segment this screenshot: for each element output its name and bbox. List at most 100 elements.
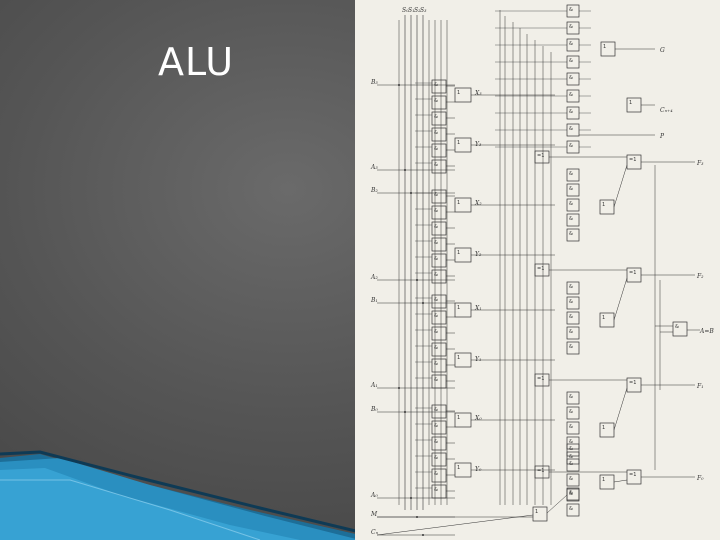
stage-label: X₃ — [474, 90, 482, 97]
and-gate — [431, 310, 447, 325]
svg-text:&: & — [569, 329, 573, 335]
select-label: S₂ — [414, 7, 421, 14]
and-gate — [431, 79, 447, 94]
svg-text:&: & — [434, 162, 438, 168]
svg-text:&: & — [434, 313, 438, 319]
svg-text:&: & — [434, 82, 438, 88]
and-gate — [431, 326, 447, 341]
svg-text:&: & — [569, 446, 573, 452]
input-label: B₂ — [370, 187, 378, 194]
svg-text:1: 1 — [457, 90, 460, 96]
input-label: B₃ — [370, 79, 378, 86]
and-gate — [431, 95, 447, 110]
svg-text:&: & — [569, 7, 573, 13]
output-label: A=B — [699, 328, 714, 335]
svg-text:1: 1 — [602, 202, 605, 208]
svg-text:1: 1 — [457, 305, 460, 311]
select-label: S₁ — [408, 7, 415, 14]
svg-text:&: & — [569, 454, 573, 460]
svg-text:&: & — [434, 224, 438, 230]
and-gate — [566, 183, 580, 197]
output-label: F₁ — [696, 383, 704, 390]
and-gate — [566, 421, 580, 435]
input-label: B₀ — [370, 406, 378, 413]
svg-text:&: & — [569, 506, 573, 512]
svg-text:&: & — [434, 208, 438, 214]
svg-text:&: & — [569, 490, 573, 496]
svg-text:&: & — [569, 41, 573, 47]
svg-text:&: & — [434, 345, 438, 351]
svg-text:&: & — [434, 439, 438, 445]
input-label: Cₙ — [371, 529, 379, 536]
stage-label: X₁ — [474, 305, 482, 312]
svg-text:1: 1 — [602, 425, 605, 431]
and-gate — [431, 127, 447, 142]
svg-text:&: & — [434, 114, 438, 120]
svg-text:&: & — [434, 329, 438, 335]
and-gate — [566, 168, 580, 182]
svg-text:1: 1 — [457, 465, 460, 471]
svg-text:&: & — [434, 240, 438, 246]
svg-text:&: & — [569, 109, 573, 115]
select-label: S₀ — [402, 7, 409, 14]
svg-text:&: & — [569, 476, 573, 482]
svg-text:&: & — [434, 272, 438, 278]
and-gate — [431, 253, 447, 268]
output-label: P — [659, 133, 665, 140]
svg-text:1: 1 — [603, 44, 606, 50]
and-gate — [566, 311, 580, 325]
svg-text:1: 1 — [457, 355, 460, 361]
svg-text:1: 1 — [457, 140, 460, 146]
and-gate — [566, 458, 580, 472]
and-gate — [566, 213, 580, 227]
svg-text:1: 1 — [629, 100, 632, 106]
svg-text:&: & — [569, 186, 573, 192]
svg-text:&: & — [569, 314, 573, 320]
and-gate — [566, 451, 580, 465]
and-gate — [566, 503, 580, 517]
svg-text:&: & — [569, 126, 573, 132]
and-gate — [431, 269, 447, 284]
and-gate — [431, 436, 447, 451]
svg-text:1: 1 — [457, 250, 460, 256]
svg-text:1: 1 — [457, 415, 460, 421]
svg-text:&: & — [569, 344, 573, 350]
svg-text:&: & — [434, 471, 438, 477]
and-gate — [431, 205, 447, 220]
output-label: Cₙ₊₄ — [660, 107, 673, 114]
and-gate — [431, 237, 447, 252]
and-gate — [566, 473, 580, 487]
slide-title: ALU — [158, 40, 235, 84]
svg-text:&: & — [434, 297, 438, 303]
svg-text:&: & — [434, 192, 438, 198]
select-label: S₃ — [420, 7, 427, 14]
svg-text:=1: =1 — [629, 380, 636, 386]
and-gate — [431, 111, 447, 126]
and-gate — [431, 221, 447, 236]
and-gate — [566, 341, 580, 355]
svg-text:=1: =1 — [629, 157, 636, 163]
svg-text:=1: =1 — [537, 376, 544, 382]
input-label: A₂ — [370, 274, 378, 281]
and-gate — [431, 294, 447, 309]
input-label: M — [370, 511, 378, 518]
and-gate — [566, 443, 580, 457]
stage-label: X₀ — [474, 415, 482, 422]
svg-text:1: 1 — [535, 509, 538, 515]
and-gate — [566, 487, 580, 501]
svg-text:1: 1 — [602, 477, 605, 483]
svg-text:=1: =1 — [537, 468, 544, 474]
and-gate — [431, 143, 447, 158]
svg-text:&: & — [569, 439, 573, 445]
svg-text:&: & — [569, 394, 573, 400]
and-gate — [566, 198, 580, 212]
and-gate — [566, 436, 580, 450]
svg-text:&: & — [434, 130, 438, 136]
svg-text:&: & — [569, 409, 573, 415]
svg-text:&: & — [569, 424, 573, 430]
output-label: G — [660, 47, 665, 54]
and-gate — [672, 321, 688, 337]
svg-text:&: & — [434, 423, 438, 429]
and-gate — [431, 452, 447, 467]
